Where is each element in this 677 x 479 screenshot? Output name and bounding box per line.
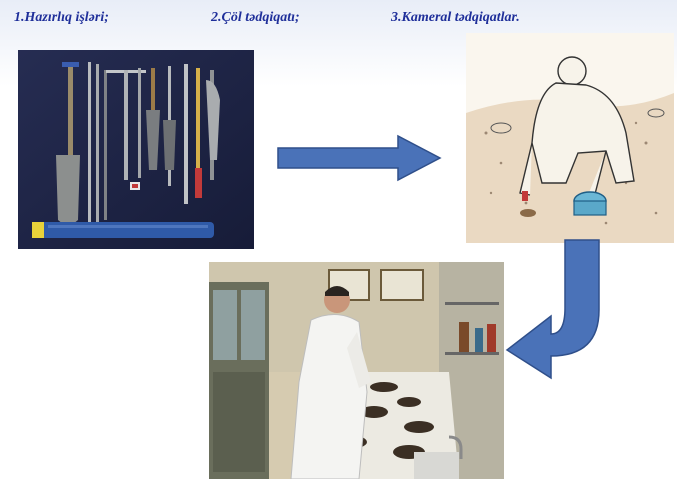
step-1-title: 1.Hazırlıq işləri; [14,10,109,26]
arrow-right-icon [276,134,442,182]
curved-arrow-icon [505,238,605,403]
laboratory-photo [209,262,504,479]
step-2-title: 2.Çöl tədqiqatı; [211,10,300,26]
step-3-title: 3.Kameral tədqiqatlar. [391,10,520,26]
field-research-sketch [466,33,674,243]
tools-photo [18,50,254,249]
